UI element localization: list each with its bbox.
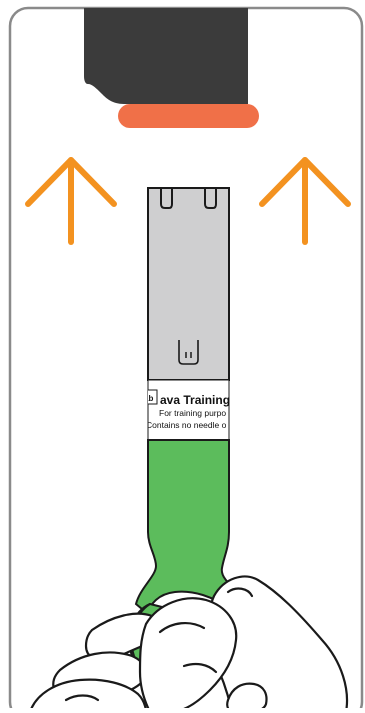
label-line-2: Contains no needle o	[146, 420, 227, 430]
label-line-1: For training purpo	[159, 408, 226, 418]
cap-collar	[118, 104, 259, 128]
pen-body	[148, 188, 229, 380]
label-title: ava Training	[160, 393, 230, 407]
